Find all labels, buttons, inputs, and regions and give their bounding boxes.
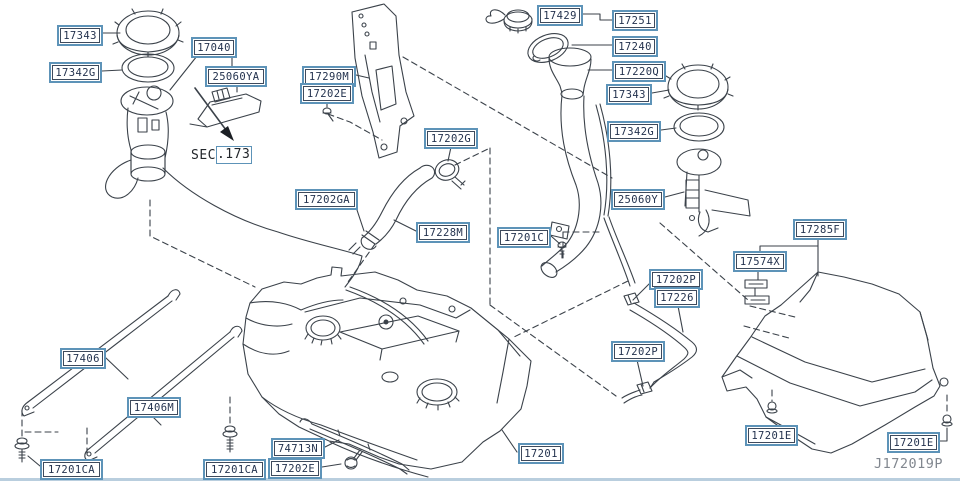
protector-strip-74713n bbox=[299, 418, 429, 478]
part-label-17406[interactable]: 17406 bbox=[60, 348, 106, 369]
gasket-17240 bbox=[527, 33, 569, 63]
part-number-text: 25060YA bbox=[208, 69, 264, 84]
bolt-17201ca-left bbox=[14, 437, 30, 463]
part-label-17202e-lower[interactable]: 17202E bbox=[268, 458, 322, 479]
dashed-guides bbox=[21, 56, 948, 457]
clamp-17202g bbox=[434, 159, 466, 190]
part-label-17202p-lower[interactable]: 17202P bbox=[611, 341, 665, 362]
part-number-text: 17226 bbox=[657, 290, 697, 305]
part-number-text: 17343 bbox=[60, 28, 100, 43]
part-number-text: 17406 bbox=[63, 351, 103, 366]
part-number-text: 17201CA bbox=[43, 462, 100, 477]
fuel-pump-module bbox=[105, 85, 363, 288]
bolt-17202e-lower bbox=[344, 449, 363, 470]
bolt-17202e-upper bbox=[322, 107, 334, 122]
part-number-text: 17220Q bbox=[615, 64, 663, 79]
part-number-text: 17202GA bbox=[298, 192, 355, 207]
part-label-17342g-right[interactable]: 17342G bbox=[607, 121, 661, 142]
fuel-filler-cap-17429 bbox=[485, 9, 533, 34]
gasket-left bbox=[121, 53, 175, 83]
part-number-text: 17040 bbox=[194, 40, 234, 55]
part-label-17429[interactable]: 17429 bbox=[537, 5, 583, 26]
part-label-17202e-upper[interactable]: 17202E bbox=[300, 83, 354, 104]
part-label-25060ya[interactable]: 25060YA bbox=[205, 66, 267, 87]
part-label-17201e-right[interactable]: 17201E bbox=[887, 432, 940, 453]
part-number-text: 17201E bbox=[890, 435, 937, 450]
part-number-text: 17342G bbox=[52, 65, 99, 80]
fuel-tank bbox=[242, 266, 532, 470]
part-label-74713n[interactable]: 74713N bbox=[271, 438, 325, 459]
nut-17201e-left bbox=[766, 401, 778, 414]
sec-prefix: SEC bbox=[191, 147, 216, 163]
part-number-text: 17343 bbox=[609, 87, 649, 102]
part-label-25060y[interactable]: 25060Y bbox=[611, 189, 665, 210]
part-label-17226[interactable]: 17226 bbox=[654, 287, 700, 308]
sec-boxed-number: .173 bbox=[215, 146, 253, 164]
nut-17201e-right bbox=[941, 414, 953, 427]
sec-173-arrow bbox=[194, 87, 234, 141]
fuel-sender-25060y bbox=[676, 148, 751, 237]
part-number-text: 17202E bbox=[303, 86, 351, 101]
part-number-text: 17201E bbox=[748, 428, 795, 443]
bracket-17574x bbox=[744, 279, 770, 305]
part-number-text: 17202P bbox=[652, 272, 700, 287]
part-label-17406m[interactable]: 17406M bbox=[127, 397, 181, 418]
part-label-17201ca-left[interactable]: 17201CA bbox=[40, 459, 103, 480]
part-label-17228m[interactable]: 17228M bbox=[416, 222, 470, 243]
sec-173-reference[interactable]: SEC.173 bbox=[191, 146, 253, 164]
bolt-17201ca-mid bbox=[222, 425, 238, 453]
part-label-17202p-upper[interactable]: 17202P bbox=[649, 269, 703, 290]
part-label-17251[interactable]: 17251 bbox=[612, 10, 658, 31]
lock-ring-right bbox=[663, 63, 734, 111]
filler-funnel-17220q bbox=[548, 47, 592, 100]
part-number-text: 17429 bbox=[540, 8, 580, 23]
part-number-text: 17290M bbox=[305, 69, 353, 84]
part-number-text: 17251 bbox=[615, 13, 655, 28]
part-label-17220q[interactable]: 17220Q bbox=[612, 61, 666, 82]
part-number-text: 17202P bbox=[614, 344, 662, 359]
clamp-17202p-upper bbox=[623, 292, 640, 306]
part-label-17201e-left[interactable]: 17201E bbox=[745, 425, 798, 446]
part-label-17240[interactable]: 17240 bbox=[612, 36, 658, 57]
part-number-text: 17342G bbox=[610, 124, 658, 139]
part-label-17202ga[interactable]: 17202GA bbox=[295, 189, 358, 210]
part-number-text: 17285F bbox=[796, 222, 844, 237]
gasket-right bbox=[673, 112, 725, 142]
drawing-code: J172019P bbox=[874, 456, 944, 472]
part-number-text: 17574X bbox=[736, 254, 784, 269]
part-label-17285f[interactable]: 17285F bbox=[793, 219, 847, 240]
harness-bracket-25060ya bbox=[189, 87, 262, 128]
part-label-17202g[interactable]: 17202G bbox=[424, 128, 478, 149]
part-number-text: 25060Y bbox=[614, 192, 662, 207]
part-number-text: 17202G bbox=[427, 131, 475, 146]
bolt-17201c bbox=[557, 241, 567, 259]
part-number-text: 17201C bbox=[500, 230, 548, 245]
part-number-text: 74713N bbox=[274, 441, 322, 456]
part-label-17343-right[interactable]: 17343 bbox=[606, 84, 652, 105]
part-label-17040[interactable]: 17040 bbox=[191, 37, 237, 58]
part-label-17342g-left[interactable]: 17342G bbox=[49, 62, 102, 83]
part-number-text: 17201 bbox=[521, 446, 561, 461]
part-number-text: 17228M bbox=[419, 225, 467, 240]
part-label-17343-left[interactable]: 17343 bbox=[57, 25, 103, 46]
lock-ring-left bbox=[112, 8, 184, 58]
filler-tube bbox=[540, 94, 636, 287]
part-label-17290m[interactable]: 17290M bbox=[302, 66, 356, 87]
filler-tube-protector-17290m bbox=[351, 3, 415, 159]
part-number-text: 17240 bbox=[615, 39, 655, 54]
part-number-text: 17406M bbox=[130, 400, 178, 415]
part-label-17201[interactable]: 17201 bbox=[518, 443, 564, 464]
part-number-text: 17202E bbox=[271, 461, 319, 476]
part-label-17201c[interactable]: 17201C bbox=[497, 227, 551, 248]
part-number-text: 17201CA bbox=[206, 462, 263, 477]
part-label-17574x[interactable]: 17574X bbox=[733, 251, 787, 272]
bottom-divider bbox=[0, 478, 960, 481]
part-label-17201ca-mid[interactable]: 17201CA bbox=[203, 459, 266, 480]
filler-hose-17228m bbox=[348, 164, 436, 255]
clamp-17202p-lower bbox=[621, 381, 653, 404]
